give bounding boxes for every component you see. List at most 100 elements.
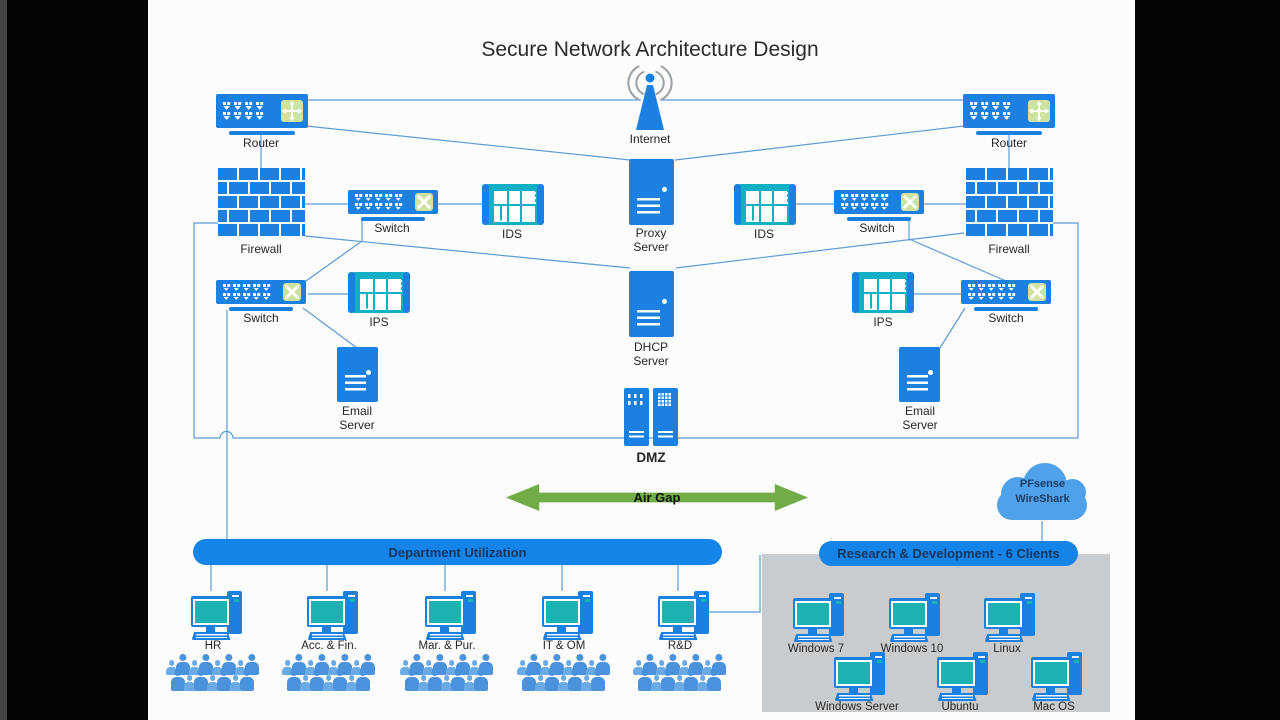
device-base <box>846 217 912 221</box>
crowd-icon <box>161 654 265 708</box>
rnd-client-computer <box>983 593 1036 643</box>
monitor-stand <box>321 627 331 632</box>
appliance-cap <box>852 272 859 313</box>
keyboard-icon <box>984 634 1024 642</box>
rnd-client-label: Windows 10 <box>880 643 944 655</box>
monitor-stand <box>903 629 913 634</box>
department-computer <box>424 591 477 641</box>
person-icon <box>423 660 434 675</box>
monitor-icon <box>888 598 930 629</box>
rnd-client-label: Mac OS <box>1033 701 1075 713</box>
letterbox-right <box>1135 0 1280 720</box>
firewall-icon <box>966 168 1053 236</box>
department-label: HR <box>204 640 222 652</box>
server-vents <box>637 310 661 327</box>
person-icon <box>235 660 246 675</box>
crowd-icon <box>277 654 381 708</box>
keyboard-icon <box>834 693 874 701</box>
monitor-icon <box>541 596 583 627</box>
server-vents <box>637 198 661 215</box>
node-switch-lower-right-label: Switch <box>988 311 1024 325</box>
person-icon <box>679 660 690 675</box>
person-icon <box>305 660 316 675</box>
appliance-panel <box>744 189 789 224</box>
appliance-cap <box>907 272 914 313</box>
node-router-right-label: Router <box>990 136 1028 150</box>
monitor-stand <box>205 627 215 632</box>
appliance-leds <box>785 192 788 204</box>
node-ips-right <box>852 272 914 313</box>
person-icon <box>464 675 475 691</box>
ports-pattern <box>970 94 1011 128</box>
ports-pattern <box>355 190 402 214</box>
person-icon <box>586 660 597 675</box>
person-icon <box>522 669 536 691</box>
rnd-client-computer <box>833 652 886 702</box>
person-icon <box>189 660 200 675</box>
server-led <box>928 370 933 376</box>
device-base <box>360 217 426 221</box>
crowd-icon <box>512 654 616 708</box>
person-icon <box>545 669 559 691</box>
person-icon <box>310 669 324 691</box>
server-led <box>662 186 667 192</box>
ports-pattern <box>968 280 1015 304</box>
person-icon <box>633 660 644 675</box>
person-icon <box>217 669 231 691</box>
node-email-server-left <box>337 347 378 402</box>
device-base <box>228 131 296 135</box>
node-switch-lower-left-label: Switch <box>243 311 279 325</box>
keyboard-icon <box>191 632 231 640</box>
appliance-leds <box>399 280 402 292</box>
rnd-client-label: Linux <box>993 643 1021 655</box>
monitor-icon <box>792 598 834 629</box>
node-dmz-label: DMZ <box>636 450 666 465</box>
keyboard-icon <box>937 693 977 701</box>
switch-icon <box>216 280 306 304</box>
department-computer <box>657 591 710 641</box>
node-switch-upper-right <box>834 190 924 224</box>
node-dmz <box>624 388 678 446</box>
keyboard-icon <box>793 634 833 642</box>
monitor-icon <box>190 596 232 627</box>
server-icon <box>337 347 378 402</box>
monitor-icon <box>833 657 875 688</box>
department-label: Mar. & Pur. <box>418 640 476 652</box>
rnd-clients-bar: Research & Development - 6 Clients <box>819 541 1078 566</box>
node-ips-left-label: IPS <box>369 315 389 329</box>
node-proxy-server <box>629 159 674 225</box>
person-icon <box>171 669 185 691</box>
appliance-icon <box>482 184 544 225</box>
monitor-icon <box>983 598 1025 629</box>
department-computer <box>190 591 243 641</box>
appliance-cap <box>537 184 544 225</box>
appliance-cap <box>403 272 410 313</box>
person-icon <box>591 669 605 691</box>
person-icon <box>702 660 713 675</box>
person-icon <box>194 669 208 691</box>
letterbox-left <box>0 0 148 720</box>
node-switch-lower-left <box>216 280 306 314</box>
chip-icon <box>1028 283 1046 301</box>
keyboard-icon <box>1031 693 1071 701</box>
person-icon <box>346 675 357 691</box>
person-icon <box>474 669 488 691</box>
person-icon <box>328 660 339 675</box>
department-computer <box>541 591 594 641</box>
node-internet-label: Internet <box>629 132 671 146</box>
chip-icon <box>1028 100 1050 122</box>
person-icon <box>707 669 721 691</box>
person-icon <box>674 675 685 691</box>
node-email-server-right <box>899 347 940 402</box>
node-dhcp-server-label: DHCP Server <box>633 340 669 369</box>
rnd-client-computer <box>888 593 941 643</box>
person-icon <box>558 675 569 691</box>
pfsense-cloud: PFsense WireShark <box>995 463 1090 523</box>
cloud-label-line2: WireShark <box>1015 492 1070 505</box>
node-switch-upper-right-label: Switch <box>859 221 895 235</box>
node-ids-left <box>482 184 544 225</box>
air-gap-label: Air Gap <box>633 490 681 505</box>
person-icon <box>207 675 218 691</box>
appliance-cap <box>734 184 741 225</box>
node-proxy-server-label: Proxy Server <box>633 226 669 255</box>
